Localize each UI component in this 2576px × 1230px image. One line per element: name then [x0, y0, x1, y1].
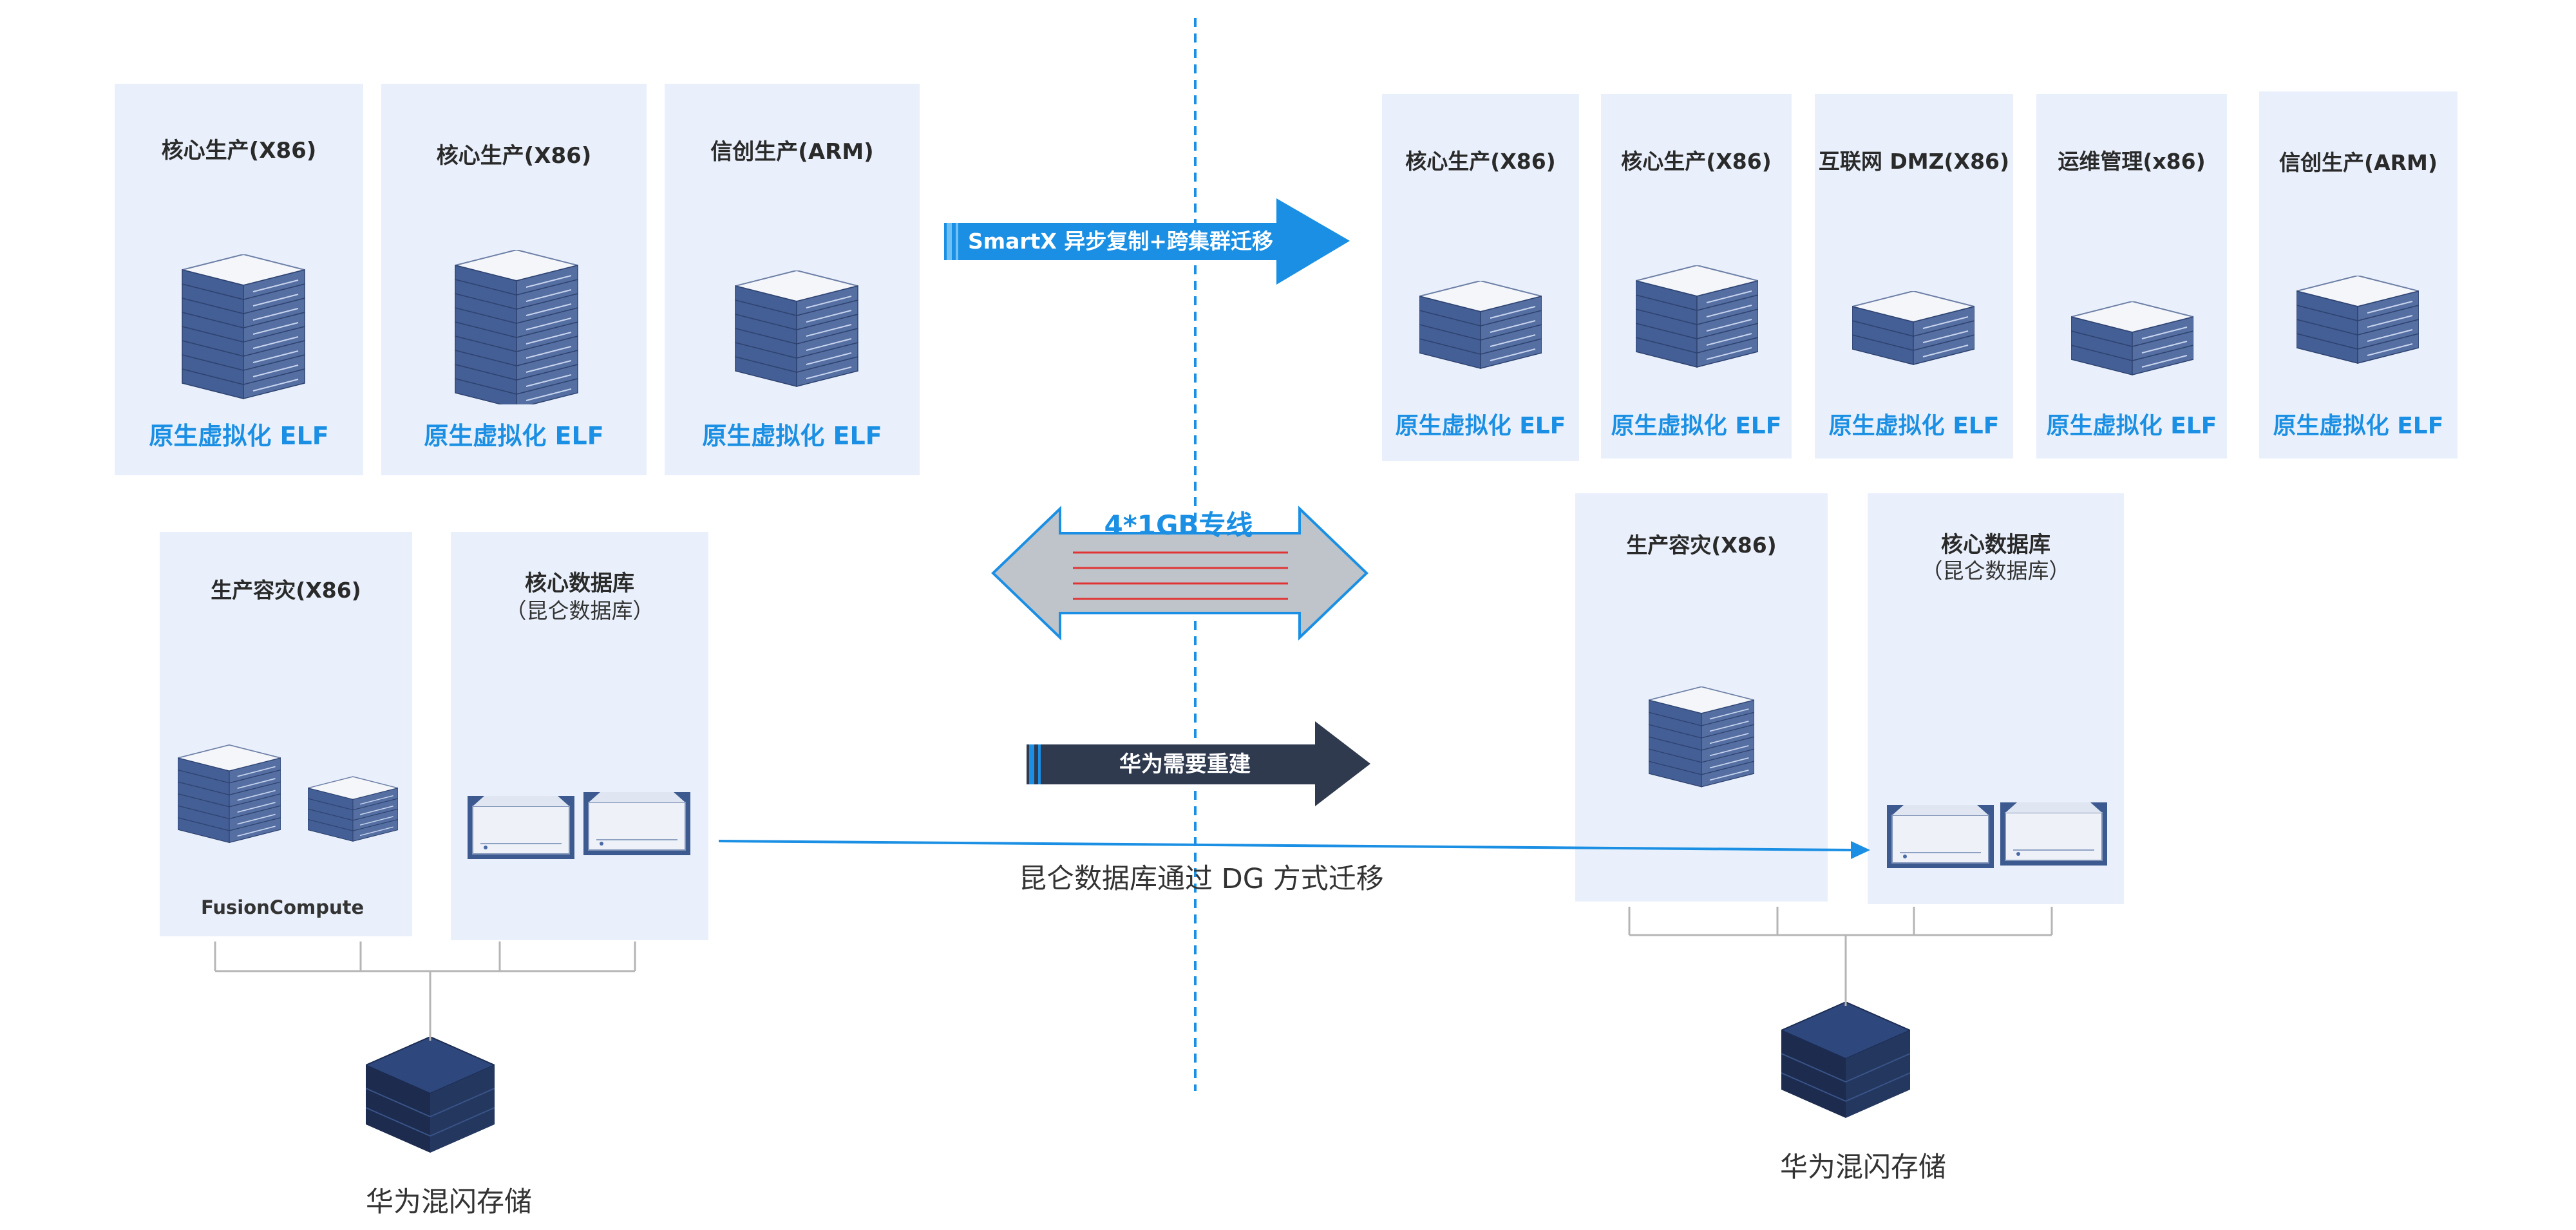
smartx-arrow: [944, 198, 1350, 285]
panel-footer: 原生虚拟化 ELF: [2046, 413, 2217, 439]
right-storage-connector: [1628, 907, 2053, 1006]
right-panel-dmz: 互联网 DMZ(X86) 原生虚拟化 ELF: [1815, 94, 2013, 459]
panel-title: 核心数据库: [1941, 532, 2050, 558]
storage-label: 华为混闪存储: [366, 1186, 532, 1218]
panel-footer: 原生虚拟化 ELF: [1611, 413, 1782, 439]
left-panel-core-1: 核心生产(X86) 原生虚拟化 ELF: [115, 84, 363, 475]
panel-footer: 原生虚拟化 ELF: [1828, 413, 2000, 439]
panel-footer: 原生虚拟化 ELF: [702, 422, 882, 450]
panel-title: 互联网 DMZ(X86): [1818, 149, 2010, 174]
panel-title: 信创生产(ARM): [710, 139, 874, 165]
smartx-arrow-label: SmartX 异步复制+跨集群迁移: [967, 229, 1274, 254]
right-panel-xinchuang: 信创生产(ARM) 原生虚拟化 ELF: [2259, 91, 2458, 459]
panel-title: 核心生产(X86): [161, 138, 317, 164]
panel-footer: FusionCompute: [201, 896, 365, 918]
right-panel-ops: 运维管理(x86) 原生虚拟化 ELF: [2036, 94, 2227, 459]
huawei-arrow: [1027, 721, 1370, 806]
right-panel-db: 核心数据库 （昆仑数据库）: [1868, 493, 2124, 904]
panel-title: 核心生产(X86): [1621, 149, 1772, 174]
db-migration-label: 昆仑数据库通过 DG 方式迁移: [1019, 863, 1384, 895]
right-panel-dr: 生产容灾(X86): [1575, 493, 1828, 902]
panel-footer: 原生虚拟化 ELF: [424, 422, 604, 450]
panel-footer: 原生虚拟化 ELF: [149, 422, 329, 450]
panel-subtitle: （昆仑数据库）: [1921, 558, 2070, 583]
panel-footer: 原生虚拟化 ELF: [2273, 413, 2444, 439]
left-panel-db: 核心数据库 （昆仑数据库）: [451, 532, 708, 940]
left-storage-connector: [214, 941, 636, 1041]
panel-title: 生产容灾(X86): [1626, 533, 1777, 558]
panel-title: 运维管理(x86): [2058, 149, 2206, 174]
panel-title: 生产容灾(X86): [211, 578, 361, 603]
panel-title: 核心生产(X86): [436, 143, 592, 169]
left-panel-dr: 生产容灾(X86) FusionCompute: [160, 532, 412, 936]
left-panel-xinchuang: 信创生产(ARM) 原生虚拟化 ELF: [665, 84, 920, 475]
panel-footer: 原生虚拟化 ELF: [1395, 413, 1566, 439]
huawei-arrow-label: 华为需要重建: [1119, 752, 1251, 777]
panel-title: 核心数据库: [525, 571, 634, 596]
left-panel-core-2: 核心生产(X86) 原生虚拟化 ELF: [381, 84, 647, 475]
right-panel-core-1: 核心生产(X86) 原生虚拟化 ELF: [1382, 94, 1579, 461]
link-double-arrow: [991, 506, 1368, 641]
storage-label: 华为混闪存储: [1780, 1151, 1946, 1184]
panel-title: 核心生产(X86): [1405, 149, 1556, 174]
db-migration-arrow: [718, 840, 1870, 859]
right-panel-core-2: 核心生产(X86) 原生虚拟化 ELF: [1601, 94, 1792, 459]
panel-title: 信创生产(ARM): [2279, 150, 2438, 175]
panel-subtitle: （昆仑数据库）: [505, 598, 654, 623]
link-label: 4*1GB专线: [1104, 509, 1253, 541]
